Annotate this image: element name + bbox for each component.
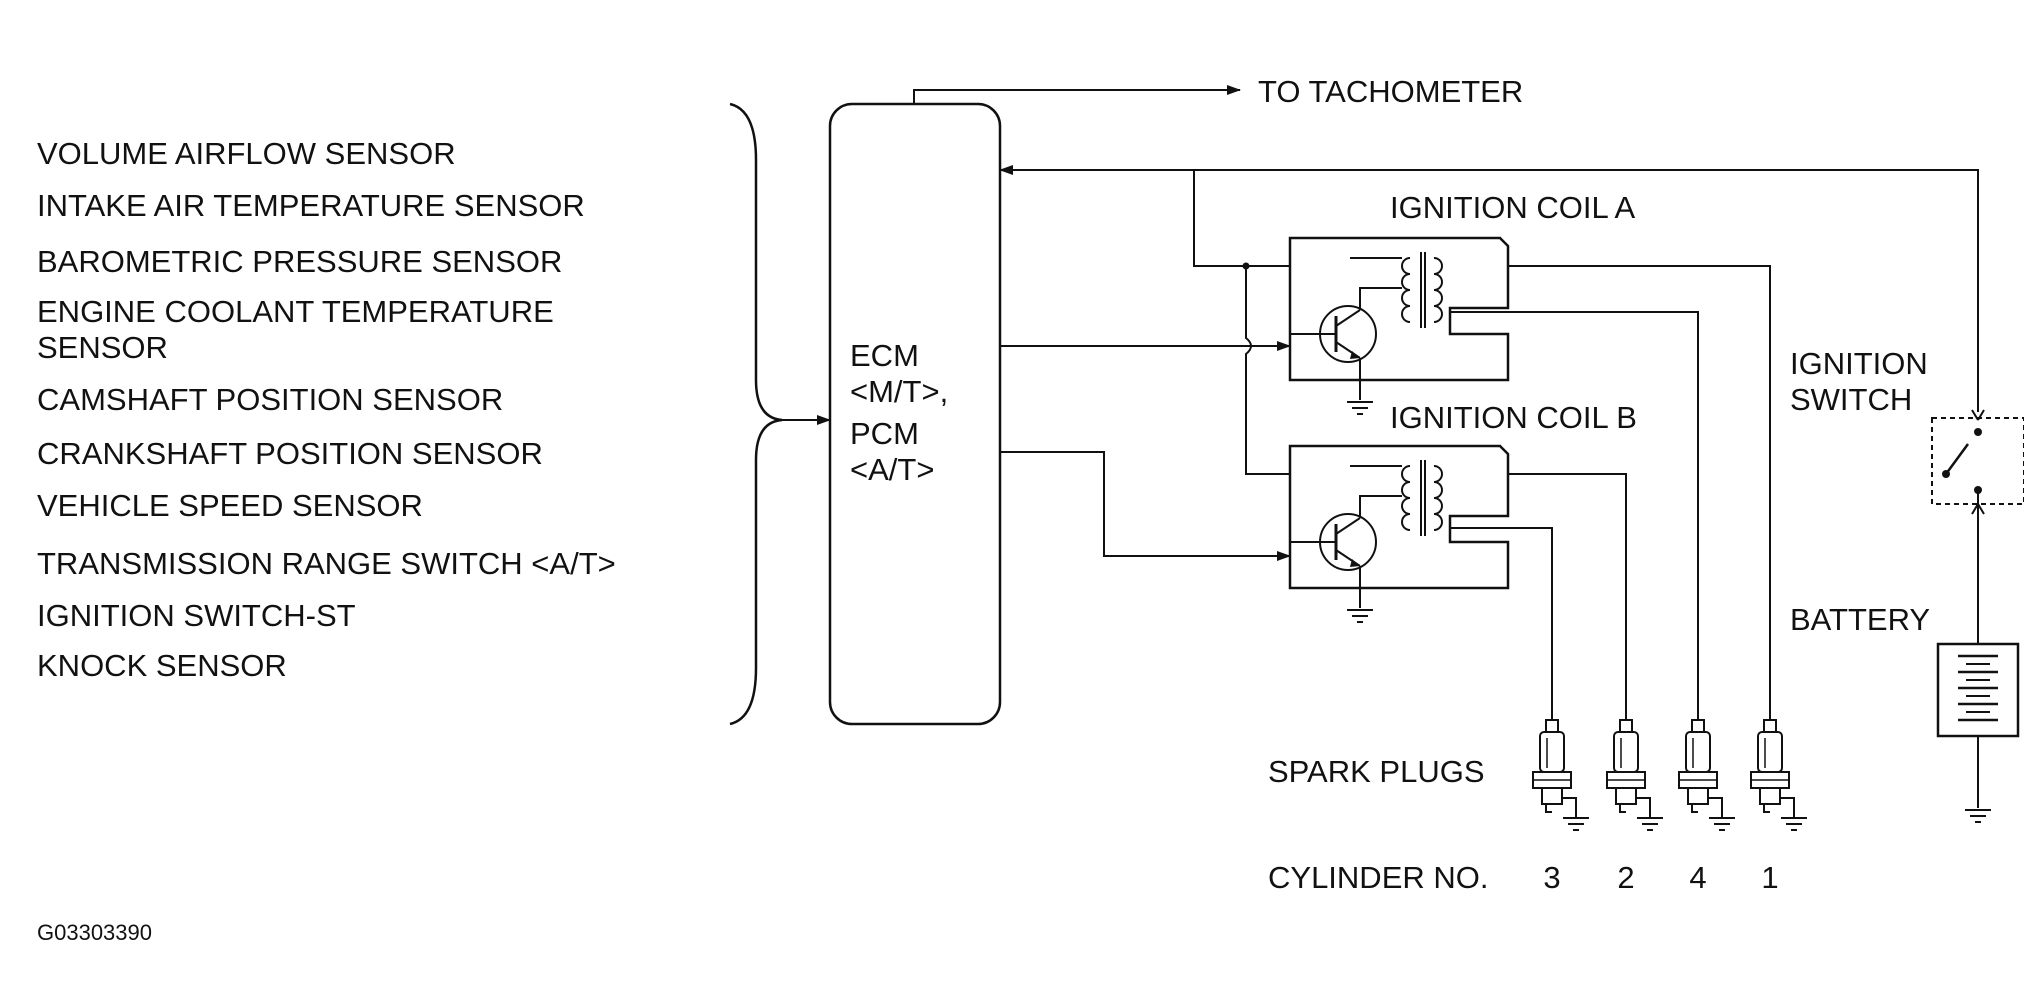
- ground-symbol: [1346, 401, 1374, 415]
- plug-wire-cyl1: [1508, 265, 1771, 720]
- junction-dot: [1242, 262, 1250, 270]
- cylinder-number: 4: [1689, 860, 1706, 895]
- figure-code: G03303390: [37, 920, 152, 945]
- spark-plug-cyl4: [1679, 720, 1735, 830]
- ecm-box: [828, 102, 1002, 726]
- sensor-label: TRANSMISSION RANGE SWITCH <A/T>: [37, 546, 616, 581]
- cylinder-no-label: CYLINDER NO.: [1268, 860, 1488, 895]
- spark-plug-cyl1: [1751, 720, 1807, 830]
- sensor-label: CRANKSHAFT POSITION SENSOR: [37, 436, 543, 471]
- ignition-switch-label: IGNITION: [1790, 346, 1928, 381]
- spark-plug-cyl3: [1533, 720, 1589, 830]
- sensor-label: CAMSHAFT POSITION SENSOR: [37, 382, 503, 417]
- sensor-list: VOLUME AIRFLOW SENSOR INTAKE AIR TEMPERA…: [37, 136, 616, 683]
- coil-supply-branch: [1245, 266, 1290, 475]
- pcm-label: PCM: [850, 416, 919, 451]
- sensor-label: SENSOR: [37, 330, 168, 365]
- plug-wire-cyl4: [1450, 311, 1699, 720]
- ignition-coil-a: [1288, 236, 1510, 382]
- ignition-coil-b: [1288, 444, 1510, 590]
- plug-wire-cyl2: [1508, 473, 1627, 720]
- coil-a-label: IGNITION COIL A: [1390, 190, 1635, 225]
- sensor-label: INTAKE AIR TEMPERATURE SENSOR: [37, 188, 585, 223]
- sensor-label: KNOCK SENSOR: [37, 648, 287, 683]
- power-feed-wire: [999, 165, 1979, 412]
- ecm-label: ECM: [850, 338, 919, 373]
- battery-label: BATTERY: [1790, 602, 1930, 637]
- sensor-label: VEHICLE SPEED SENSOR: [37, 488, 423, 523]
- pcm-at-label: <A/T>: [850, 452, 934, 487]
- tachometer-wire: [913, 85, 1241, 104]
- sensor-label: IGNITION SWITCH-ST: [37, 598, 356, 633]
- coil-supply-wire: [1193, 170, 1290, 267]
- cylinder-number: 2: [1617, 860, 1634, 895]
- coil-b-label: IGNITION COIL B: [1390, 400, 1637, 435]
- ground-symbol: [1346, 609, 1374, 623]
- sensor-label: BAROMETRIC PRESSURE SENSOR: [37, 244, 562, 279]
- cylinder-number: 1: [1761, 860, 1778, 895]
- spark-plugs-label: SPARK PLUGS: [1268, 754, 1485, 789]
- plug-wire-cyl3: [1450, 527, 1553, 720]
- sensor-label: ENGINE COOLANT TEMPERATURE: [37, 294, 554, 329]
- ignition-switch: [1931, 409, 2024, 515]
- spark-plug-cyl2: [1607, 720, 1663, 830]
- ground-symbol: [1964, 809, 1992, 823]
- sensor-brace: [729, 102, 783, 726]
- ignition-switch-label-2: SWITCH: [1790, 382, 1912, 417]
- cylinder-number: 3: [1543, 860, 1560, 895]
- tachometer-label: TO TACHOMETER: [1258, 74, 1523, 109]
- coil-b-drive-wire: [1000, 451, 1291, 561]
- battery: [1936, 642, 2020, 738]
- ecm-mt-label: <M/T>,: [850, 374, 948, 409]
- sensor-label: VOLUME AIRFLOW SENSOR: [37, 136, 456, 171]
